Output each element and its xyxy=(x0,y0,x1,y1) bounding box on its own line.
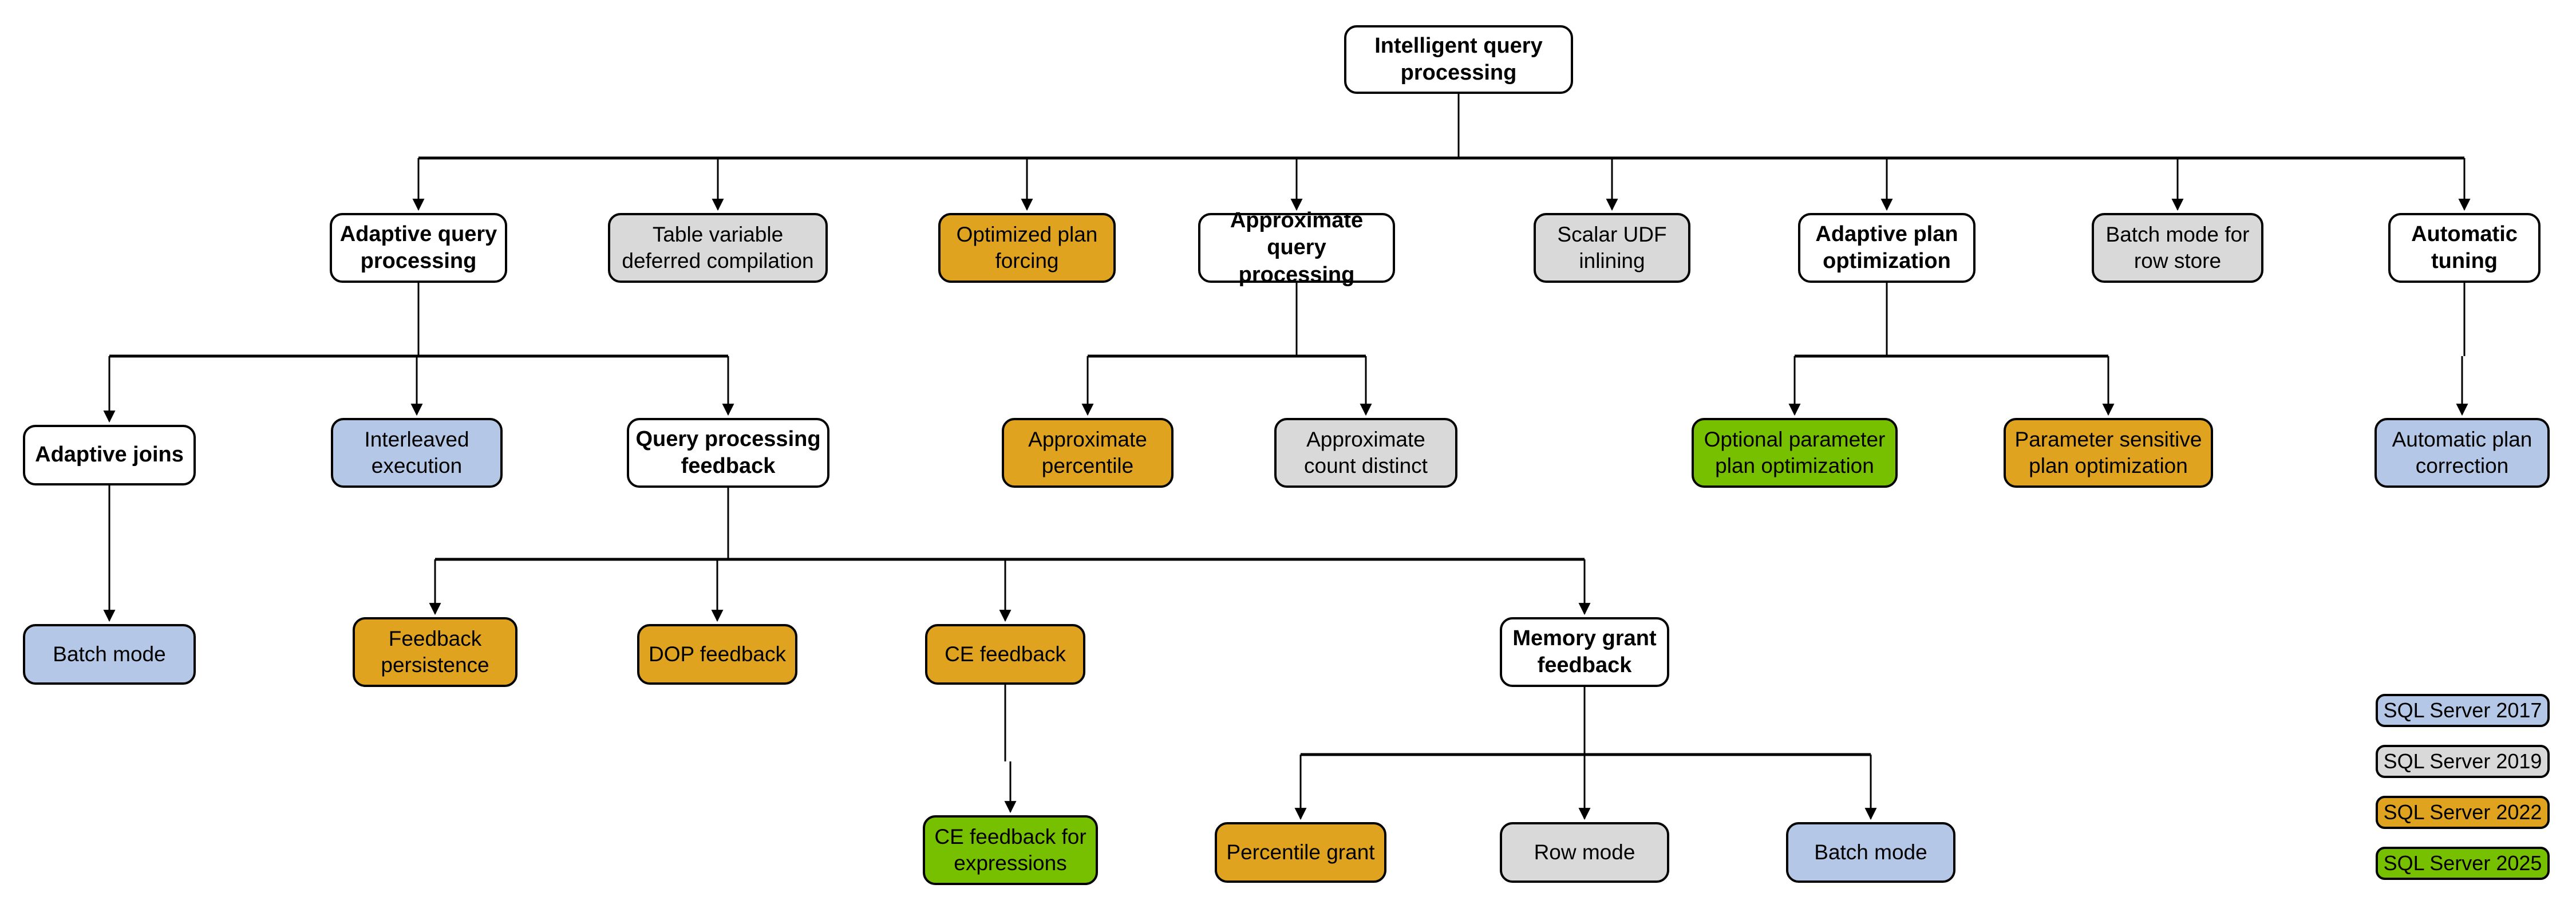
node-interleaved[interactable]: Interleaved execution xyxy=(331,418,503,488)
node-dopfb[interactable]: DOP feedback xyxy=(637,624,797,685)
node-acd[interactable]: Approximate count distinct xyxy=(1274,418,1457,488)
node-apc[interactable]: Automatic plan correction xyxy=(2374,418,2550,488)
legend-item-sql2019: SQL Server 2019 xyxy=(2376,745,2550,778)
legend-item-sql2017: SQL Server 2017 xyxy=(2376,694,2550,727)
node-rowmode[interactable]: Row mode xyxy=(1500,822,1669,883)
node-cefb[interactable]: CE feedback xyxy=(925,624,1085,685)
node-mgf[interactable]: Memory grant feedback xyxy=(1500,617,1669,687)
legend-item-sql2022: SQL Server 2022 xyxy=(2376,796,2550,829)
edge-group xyxy=(103,94,2471,820)
node-batchmode1[interactable]: Batch mode xyxy=(23,624,196,685)
node-bmrs[interactable]: Batch mode for row store xyxy=(2092,213,2263,283)
node-approxqp[interactable]: Approximate query processing xyxy=(1198,208,1395,287)
node-udf[interactable]: Scalar UDF inlining xyxy=(1534,213,1690,283)
node-qpf[interactable]: Query processing feedback xyxy=(627,418,829,488)
node-opf[interactable]: Optimized plan forcing xyxy=(938,213,1116,283)
node-root[interactable]: Intelligent query processing xyxy=(1344,25,1573,94)
node-apct[interactable]: Approximate percentile xyxy=(1002,418,1174,488)
node-autotune[interactable]: Automatic tuning xyxy=(2388,213,2541,283)
node-tvdc[interactable]: Table variable deferred compilation xyxy=(608,213,828,283)
node-apo[interactable]: Adaptive plan optimization xyxy=(1798,213,1976,283)
node-fbpersist[interactable]: Feedback persistence xyxy=(353,617,517,687)
node-ajoins[interactable]: Adaptive joins xyxy=(23,425,196,485)
node-aqp[interactable]: Adaptive query processing xyxy=(330,213,507,283)
legend-item-sql2025: SQL Server 2025 xyxy=(2376,847,2550,880)
node-cefbexpr[interactable]: CE feedback for expressions xyxy=(923,815,1098,885)
node-oppo[interactable]: Optional parameter plan optimization xyxy=(1692,418,1898,488)
node-batchmode2[interactable]: Batch mode xyxy=(1786,822,1955,883)
node-pctgrant[interactable]: Percentile grant xyxy=(1215,822,1386,883)
node-pspo[interactable]: Parameter sensitive plan optimization xyxy=(2004,418,2213,488)
